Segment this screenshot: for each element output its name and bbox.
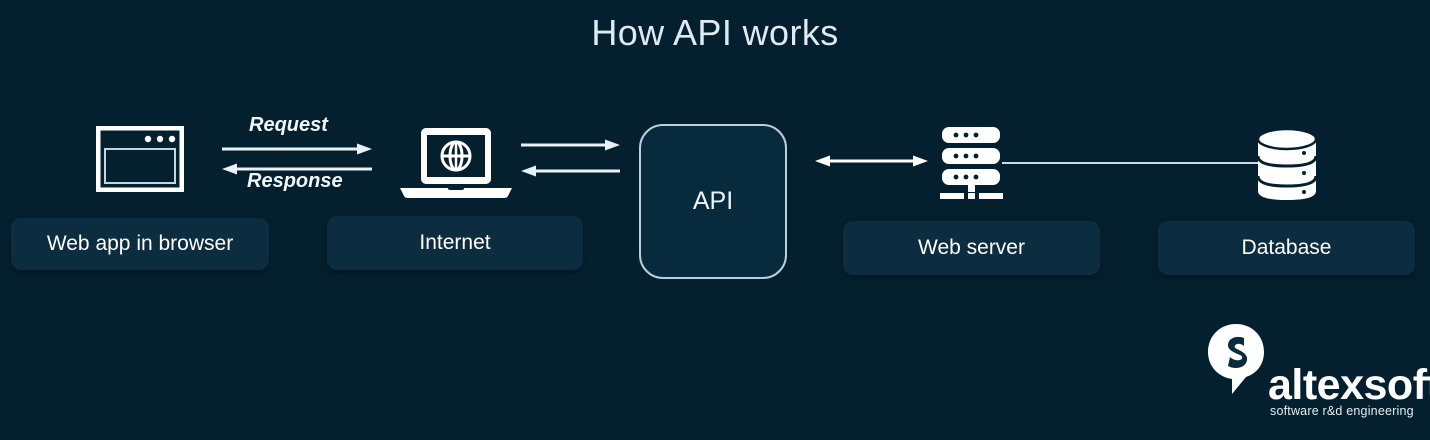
altexsoft-speech-bubble-icon <box>1208 324 1264 394</box>
logo-wordmark: altexsoft <box>1268 361 1430 409</box>
arrow-internet-to-api-icon <box>521 139 620 151</box>
node-label-web-app[interactable]: Web app in browser <box>11 218 269 270</box>
connector-server-database-line <box>1002 162 1260 164</box>
page-title: How API works <box>591 12 839 53</box>
node-label-text: Web app in browser <box>46 232 234 255</box>
node-label-database[interactable]: Database <box>1158 221 1415 275</box>
browser-window-icon <box>96 126 184 192</box>
altexsoft-logo[interactable]: altexsoft software r&d engineering <box>1206 322 1430 422</box>
logo-tagline: software r&d engineering <box>1270 404 1414 418</box>
laptop-globe-icon <box>400 128 512 198</box>
node-label-text: Database <box>1241 236 1332 259</box>
arrow-response-icon <box>222 163 372 175</box>
node-label-text: Web server <box>918 236 1025 259</box>
node-label-web-server[interactable]: Web server <box>843 221 1100 275</box>
arrow-api-to-internet-icon <box>521 165 620 177</box>
node-label-internet[interactable]: Internet <box>327 216 583 270</box>
arrow-api-server-bidirectional-icon <box>815 155 928 167</box>
node-api-box[interactable]: API <box>639 124 787 279</box>
connector-label-request: Request <box>249 114 328 136</box>
server-rack-icon <box>940 127 1003 199</box>
database-cylinder-icon <box>1256 128 1318 200</box>
node-label-text: API <box>692 187 734 215</box>
arrow-request-icon <box>222 143 372 155</box>
node-label-text: Internet <box>419 231 491 254</box>
connector-label-response: Response <box>247 170 343 192</box>
